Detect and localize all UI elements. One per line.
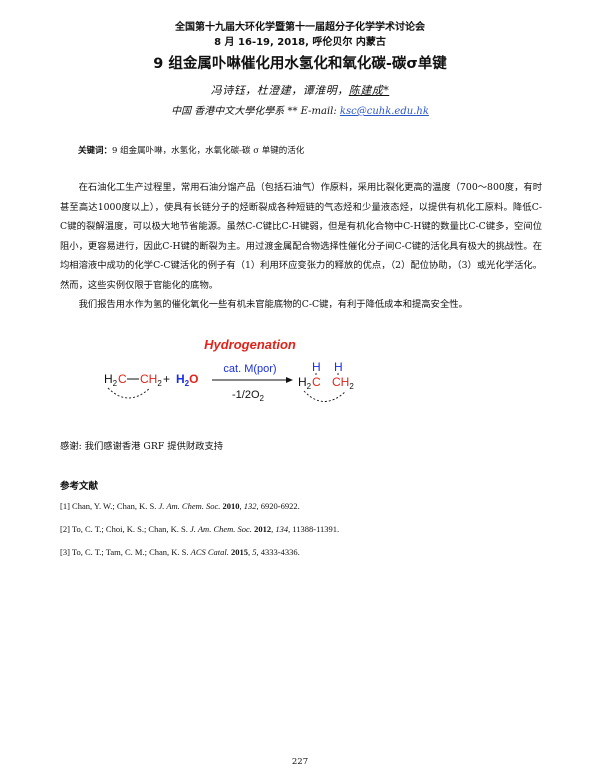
reference-volume: 5 [252,547,257,557]
reference-volume: 132 [243,501,257,511]
arrow-head [286,377,293,383]
presenting-author: 陈建成* [348,84,390,97]
reactant-ethane: H2 C CH2 [104,372,162,399]
acknowledgement: 感谢: 我们感谢香港 GRF 提供财政支持 [60,441,224,452]
keywords-label: 关键词： [78,146,113,156]
reaction-scheme: Hydrogenation H2 C CH2 + H2O cat. M(por)… [104,337,354,403]
reference-volume: 134 [275,524,289,534]
conference-date-location: 8 月 16-19, 2018, 呼伦贝尔 内蒙古 [214,37,386,48]
arrow-catalyst-label: cat. M(por) [223,363,276,375]
reactant-carbon-1: C [118,372,127,386]
reactant-ring-arc [107,387,151,399]
page-number: 227 [291,757,309,767]
reference-authors: [3] To, C. T.; Tam, C. M.; Chan, K. S. [60,547,191,557]
abstract-paragraph-2: 我们报告用水作为氢的催化氧化一些有机未官能底物的C-C键，有利于降低成本和提高安… [78,299,468,310]
author-line: 冯诗钰，杜澄建，谭淮明，陈建成* [0,82,600,98]
abstract-paragraph-1: 在石油化工生产过程里，常用石油分馏产品（包括石油气）作原料，采用比裂化更高的温度… [60,182,542,291]
keywords-text: 9 组金属卟啉，水氢化，水氧化碳-碳 σ 单键的活化 [112,146,305,156]
conference-header: 全国第十九届大环化学暨第十一届超分子化学学术讨论会 [175,22,425,33]
reference-year: 2010 [222,501,240,511]
product-h-left: H2 [298,375,312,391]
reference-authors: [2] To, C. T.; Choi, K. S.; Chan, K. S. [60,524,190,534]
product-ch: CH2 [332,375,354,391]
affiliation-text: 中国 香港中文大學化學系 ** E-mail: [171,106,340,117]
scheme-title: Hydrogenation [204,337,296,352]
reference-pages: , 11388-11391. [288,524,340,534]
references-heading: 参考文献 [60,481,99,492]
reference-journal: ACS Catal. [190,547,229,557]
plus-sign: + [163,372,170,386]
product-molecule: H H H2 C CH2 [298,360,354,402]
paper-title: 9 组金属卟啉催化用水氢化和氧化碳-碳σ单键 [153,56,447,72]
reference-item: [3] To, C. T.; Tam, C. M.; Chan, K. S. A… [60,547,300,557]
arrow-byproduct-label: -1/2O2 [232,389,265,403]
reference-pages: , 6920-6922. [256,501,300,511]
product-added-h-1: H [312,360,321,374]
reference-year: 2015 [231,547,249,557]
reference-journal: J. Am. Chem. Soc. [190,524,252,534]
reactant-h-left: H2 [104,372,118,388]
reference-journal: J. Am. Chem. Soc. [158,501,221,511]
reference-year: 2012 [254,524,272,534]
reference-pages: , 4333-4336. [256,547,300,557]
product-ring-arc [303,390,347,402]
author-names: 冯诗钰，杜澄建，谭淮明， [210,84,349,97]
email-link[interactable]: ksc@cuhk.edu.hk [339,106,429,117]
reference-item: [2] To, C. T.; Choi, K. S.; Chan, K. S. … [60,524,340,534]
keywords-line: 关键词：9 组金属卟啉，水氢化，水氧化碳-碳 σ 单键的活化 [78,144,304,156]
product-carbon-1: C [312,375,321,389]
reference-authors: [1] Chan, Y. W.; Chan, K. S. [60,501,159,511]
reactant-ch: CH2 [140,372,162,388]
abstract-body: 在石油化工生产过程里，常用石油分馏产品（包括石油气）作原料，采用比裂化更高的温度… [60,178,542,315]
affiliation-line: 中国 香港中文大學化學系 ** E-mail: ksc@cuhk.edu.hk [0,102,600,117]
water-molecule: H2O [176,372,198,388]
product-added-h-2: H [334,360,343,374]
reference-item: [1] Chan, Y. W.; Chan, K. S. J. Am. Chem… [60,501,300,511]
